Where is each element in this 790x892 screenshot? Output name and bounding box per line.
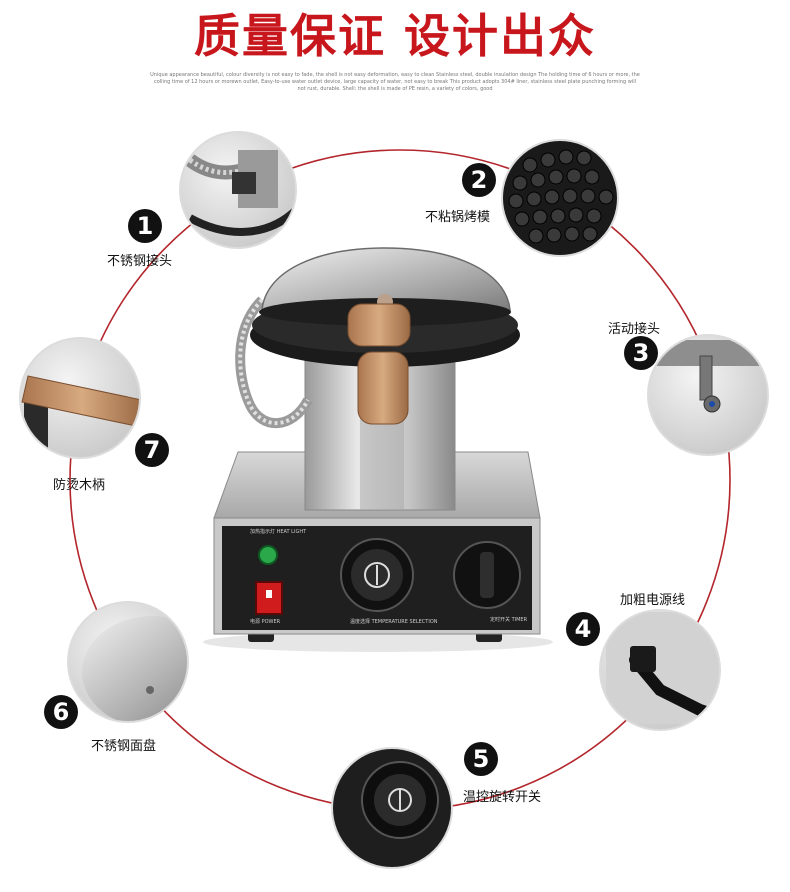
heat-light-label: 加热指示灯 HEAT LIGHT (250, 529, 307, 535)
feature-4-number-badge: 4 (566, 612, 600, 646)
feature-6-number-badge: 6 (44, 695, 78, 729)
feature-4-label: 加粗电源线 (620, 593, 686, 608)
feature-5-label: 温控旋转开关 (463, 790, 542, 805)
feature-3-label: 活动接头 (608, 322, 661, 337)
headline-subtext: Unique appearance beautiful, colour dive… (150, 72, 640, 92)
feature-7-number-badge: 7 (135, 433, 169, 467)
timer-label: 定时开关 TIMER (490, 617, 528, 623)
feature-6-label: 不锈钢面盘 (91, 739, 157, 754)
thumbnail-power-cord (600, 610, 720, 730)
headline-title: 质量保证 设计出众 (193, 9, 596, 63)
feature-2-number-badge: 2 (462, 163, 496, 197)
feature-3-number-badge: 3 (624, 336, 658, 370)
temperature-label: 温度选择 TEMPERATURE SELECTION (350, 619, 438, 625)
feature-7-label: 防烫木柄 (53, 478, 106, 493)
feature-1-label: 不锈钢接头 (107, 254, 173, 269)
feature-2-label: 不粘锅烤模 (425, 210, 491, 225)
waffle-machine-image (203, 247, 553, 652)
thumbnail-nonstick-mould (502, 140, 618, 256)
feature-1-number-badge: 1 (128, 209, 162, 243)
thumbnail-stainless-joint (180, 132, 296, 248)
thumbnail-temperature-knob (332, 748, 452, 868)
power-label: 电源 POWER (250, 619, 281, 625)
feature-5-number-badge: 5 (464, 742, 498, 776)
